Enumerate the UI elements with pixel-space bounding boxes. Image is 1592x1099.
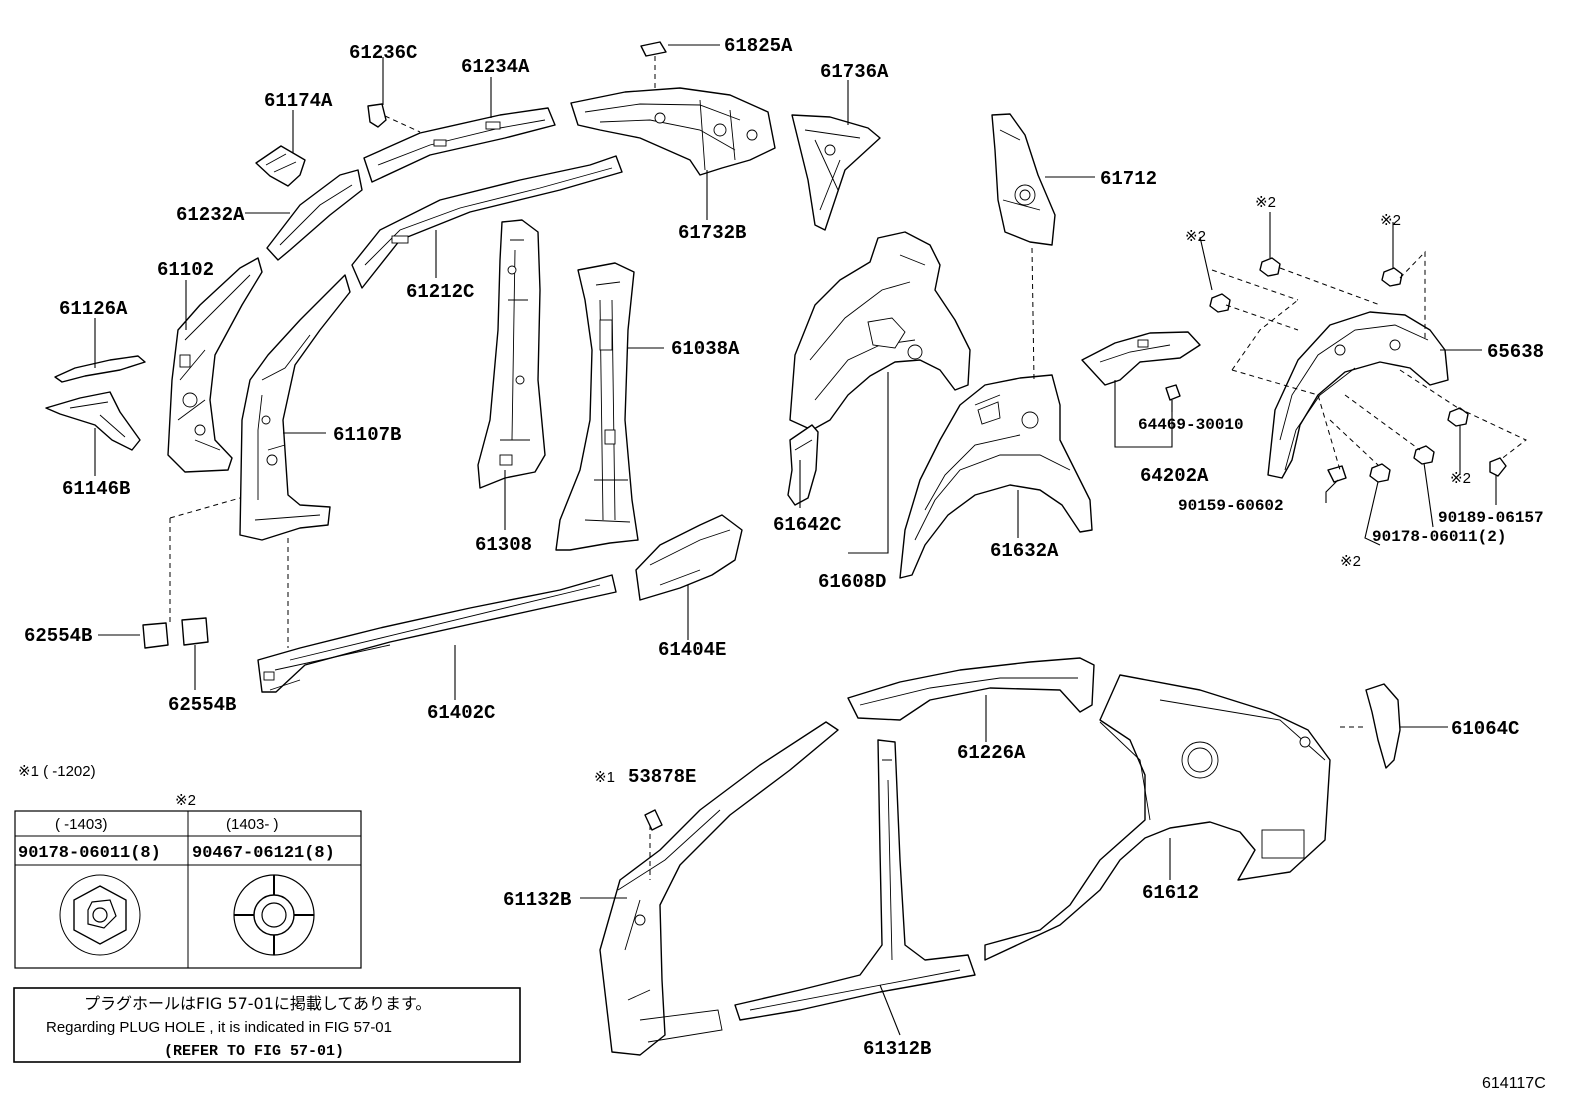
table-col1-range: ( -1403) <box>55 816 108 833</box>
label-61642C[interactable]: 61642C <box>773 514 841 536</box>
part-61612[interactable] <box>984 674 1331 961</box>
label-61064C[interactable]: 61064C <box>1451 718 1519 740</box>
part-61234A[interactable] <box>363 107 556 183</box>
label-61312B[interactable]: 61312B <box>863 1038 931 1060</box>
label-61732B[interactable]: 61732B <box>678 222 746 244</box>
part-62554B-a[interactable] <box>142 622 169 649</box>
fastener-nut-1[interactable] <box>1209 293 1231 313</box>
mark-2-a: ※2 <box>1185 228 1206 245</box>
label-61404E[interactable]: 61404E <box>658 639 726 661</box>
label-64469-30010[interactable]: 64469-30010 <box>1138 416 1244 434</box>
table-mark: ※2 <box>175 792 196 809</box>
notice-jp: プラグホールはFIG 57-01に掲載してあります。 <box>84 994 431 1013</box>
part-61642C[interactable] <box>787 424 819 506</box>
part-61174A[interactable] <box>255 145 306 187</box>
label-61608D[interactable]: 61608D <box>818 571 886 593</box>
label-61308[interactable]: 61308 <box>475 534 532 556</box>
label-61825A[interactable]: 61825A <box>724 35 793 57</box>
label-61107B[interactable]: 61107B <box>333 424 401 446</box>
part-64202A[interactable] <box>1081 331 1201 386</box>
fastener-nut-4[interactable] <box>1447 407 1469 427</box>
label-61226A[interactable]: 61226A <box>957 742 1026 764</box>
label-61038A[interactable]: 61038A <box>671 338 740 360</box>
label-61736A[interactable]: 61736A <box>820 61 889 83</box>
label-61146B[interactable]: 61146B <box>62 478 130 500</box>
mark-2-e: ※2 <box>1340 553 1361 570</box>
part-61132B[interactable] <box>599 721 839 1056</box>
fastener-nut-5[interactable] <box>1369 463 1391 483</box>
mark-2-c: ※2 <box>1380 212 1401 229</box>
part-61312B[interactable] <box>639 739 976 1043</box>
label-61402C[interactable]: 61402C <box>427 702 495 724</box>
mark-2-b: ※2 <box>1255 194 1276 211</box>
figure-id: 614117C <box>1482 1075 1546 1092</box>
label-90159-60602[interactable]: 90159-60602 <box>1178 497 1284 515</box>
label-61712[interactable]: 61712 <box>1100 168 1157 190</box>
label-61234A[interactable]: 61234A <box>461 56 530 78</box>
mark-2-d: ※2 <box>1450 470 1471 487</box>
part-64469-30010[interactable] <box>1165 384 1181 401</box>
table-col1-part[interactable]: 90178-06011(8) <box>18 844 161 863</box>
label-62554B-b[interactable]: 62554B <box>168 694 236 716</box>
part-61404E[interactable] <box>635 514 743 601</box>
part-61308[interactable] <box>477 219 546 489</box>
plug-hole-notice: プラグホールはFIG 57-01に掲載してあります。 Regarding PLU… <box>13 987 521 1063</box>
part-61226A[interactable] <box>847 657 1095 721</box>
part-61712[interactable] <box>991 113 1056 246</box>
label-61102[interactable]: 61102 <box>157 259 214 281</box>
notice-en: Regarding PLUG HOLE , it is indicated in… <box>46 1019 392 1036</box>
part-61212C[interactable] <box>351 155 623 289</box>
label-61632A[interactable]: 61632A <box>990 540 1059 562</box>
fastener-clip-90189[interactable] <box>1489 457 1507 477</box>
label-90178-06011[interactable]: 90178-06011(2) <box>1372 528 1506 546</box>
label-62554B-a[interactable]: 62554B <box>24 625 92 647</box>
fastener-table: ( -1403) (1403- ) 90178-06011(8) 90467-0… <box>14 810 362 969</box>
part-61732B[interactable] <box>570 87 776 176</box>
label-61132B[interactable]: 61132B <box>503 889 571 911</box>
notice-ref[interactable]: (REFER TO FIG 57-01) <box>164 1043 344 1060</box>
table-col2-range: (1403- ) <box>226 816 279 833</box>
mark-1-53878E: ※1 <box>594 769 615 786</box>
label-61232A[interactable]: 61232A <box>176 204 245 226</box>
part-53878E[interactable] <box>644 809 663 831</box>
part-61064C[interactable] <box>1365 683 1401 769</box>
round-clip-icon <box>233 874 315 956</box>
part-61402C[interactable] <box>257 574 617 693</box>
part-61232A[interactable] <box>266 169 363 261</box>
hex-nut-icon <box>59 874 141 956</box>
part-61825A[interactable] <box>640 41 667 57</box>
part-61632A[interactable] <box>899 374 1093 579</box>
label-61174A[interactable]: 61174A <box>264 90 333 112</box>
leader-lines <box>94 44 1497 1036</box>
label-90189-06157[interactable]: 90189-06157 <box>1438 509 1544 527</box>
part-61126A[interactable] <box>54 355 146 383</box>
fastener-nut-6[interactable] <box>1413 445 1435 465</box>
fastener-nut-3[interactable] <box>1381 267 1403 287</box>
part-61102[interactable] <box>167 257 263 473</box>
part-labels: 61236C 61234A 61825A 61736A 61174A 61232… <box>24 35 1544 1060</box>
label-61612[interactable]: 61612 <box>1142 882 1199 904</box>
part-61736A[interactable] <box>791 114 881 231</box>
part-61608D[interactable] <box>789 231 971 431</box>
label-65638[interactable]: 65638 <box>1487 341 1544 363</box>
part-65638[interactable] <box>1267 311 1449 479</box>
dashed-guides <box>169 56 1527 880</box>
label-61126A[interactable]: 61126A <box>59 298 128 320</box>
label-64202A[interactable]: 64202A <box>1140 465 1209 487</box>
part-61146B[interactable] <box>45 391 141 451</box>
part-62554B-b[interactable] <box>181 617 209 646</box>
part-61236C[interactable] <box>367 103 387 128</box>
label-53878E[interactable]: 53878E <box>628 766 696 788</box>
footnote-1: ※1 ( -1202) <box>18 763 96 780</box>
label-61212C[interactable]: 61212C <box>406 281 474 303</box>
label-61236C[interactable]: 61236C <box>349 42 417 64</box>
fastener-nut-2[interactable] <box>1259 257 1281 277</box>
part-61038A[interactable] <box>555 262 639 551</box>
fastener-bolt-90159[interactable] <box>1327 465 1347 483</box>
part-61107B[interactable] <box>239 274 351 541</box>
table-col2-part[interactable]: 90467-06121(8) <box>192 844 335 863</box>
